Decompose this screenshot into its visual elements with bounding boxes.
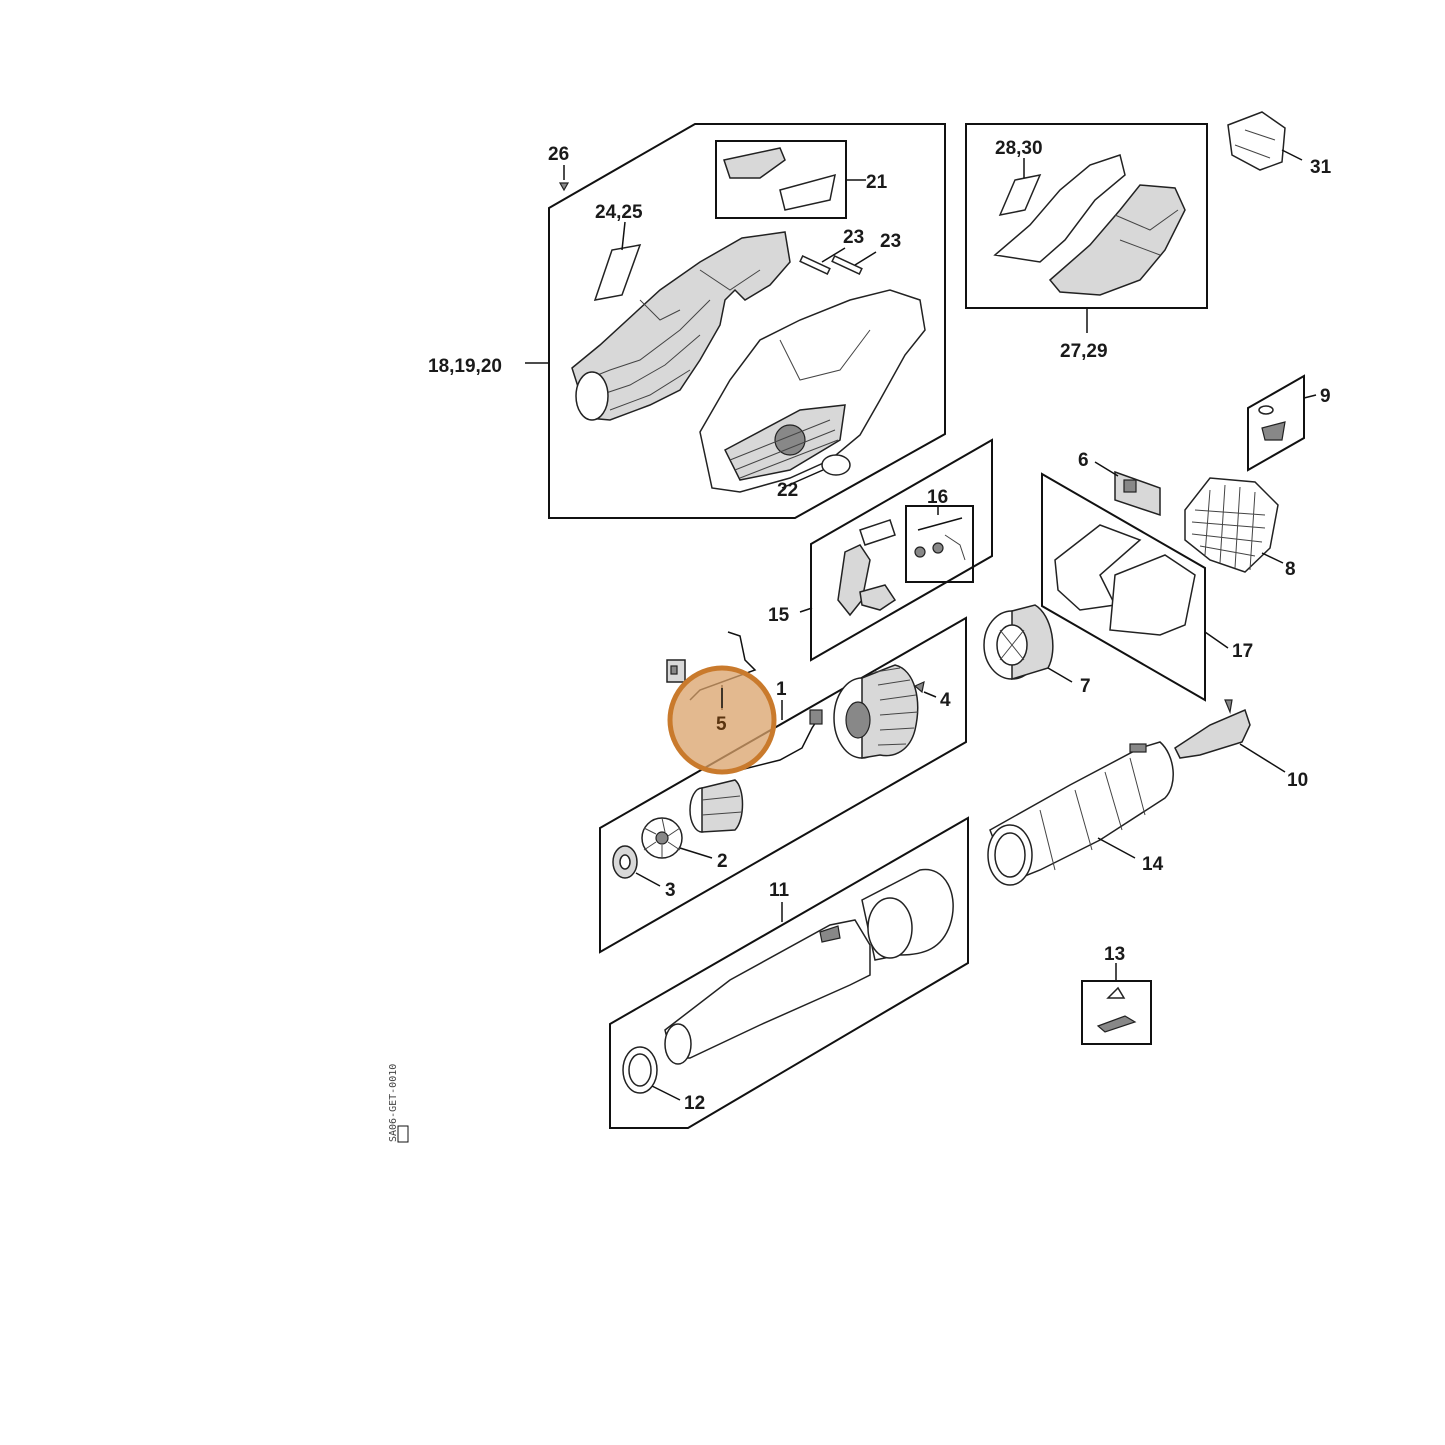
callout-16: 16 [927, 487, 948, 508]
callout-10: 10 [1287, 770, 1308, 791]
callout-8: 8 [1285, 559, 1296, 580]
callout-1: 1 [776, 679, 787, 700]
doc-reference-box [397, 1125, 409, 1143]
callout-12: 12 [684, 1093, 705, 1114]
callout-18-19-20: 18,19,20 [428, 356, 502, 377]
motor-housing-4-part [833, 664, 919, 759]
label-28-30-part [998, 173, 1042, 217]
callout-11: 11 [769, 880, 790, 901]
callout-4: 4 [940, 690, 951, 711]
tube-11-part [664, 868, 954, 1065]
nozzle-10-part [1174, 699, 1251, 759]
cap-31-part [1227, 111, 1286, 171]
clip-13a-part [1106, 986, 1126, 999]
pin-23b-part [831, 254, 863, 276]
tube-14-part [987, 741, 1174, 886]
detail-box-9 [1247, 374, 1305, 472]
cover-27-29-part [993, 154, 1186, 296]
sensor-5-part [666, 659, 686, 683]
callout-14: 14 [1142, 854, 1164, 875]
callout-21: 21 [866, 172, 888, 193]
screw-4-part [913, 680, 925, 694]
callout-31: 31 [1310, 157, 1332, 178]
callout-28-30: 28,30 [995, 138, 1043, 159]
callout-23a: 23 [843, 227, 864, 248]
detail-box-17 [1041, 472, 1206, 702]
detail-box-16 [905, 505, 974, 583]
callout-6: 6 [1078, 450, 1089, 471]
callout-15: 15 [768, 605, 790, 626]
detail-box-13 [1081, 980, 1152, 1045]
callout-7: 7 [1080, 676, 1091, 697]
callout-2: 2 [717, 851, 728, 872]
plate-21-part [723, 147, 836, 211]
callout-22: 22 [777, 480, 798, 501]
callout-24-25: 24,25 [595, 202, 643, 223]
switch-9-part [1261, 421, 1286, 441]
socket-6-part [1114, 470, 1161, 517]
housing-group-frame [548, 123, 946, 519]
clip-13b-part [1096, 1015, 1137, 1033]
pin-23a-part [799, 254, 831, 276]
callout-17: 17 [1232, 641, 1253, 662]
screw-26-part [558, 182, 570, 192]
fan-2-part [641, 817, 683, 859]
trigger-15-part [837, 519, 897, 617]
spring-16-part [914, 517, 966, 561]
callout-3: 3 [665, 880, 676, 901]
fan-housing-7-part [983, 604, 1054, 681]
motor-2-part [689, 779, 744, 833]
callout-26: 26 [548, 144, 569, 165]
shroud-17-part [1054, 524, 1196, 636]
callout-27-29: 27,29 [1060, 341, 1108, 362]
housing-right-part [699, 289, 926, 493]
housing-left-part [571, 231, 791, 421]
grille-8-part [1184, 477, 1279, 573]
doc-reference: SA06-GET-0010 [388, 1064, 399, 1142]
ring-12-part [622, 1046, 658, 1094]
callout-23b: 23 [880, 231, 901, 252]
callout-5: 5 [716, 714, 727, 735]
detail-box-11 [609, 816, 969, 1129]
logo-badge-22-part [821, 454, 851, 476]
detail-box-15 [810, 438, 993, 662]
highlight-circle[interactable] [667, 665, 777, 775]
label-24-25-part [593, 244, 642, 301]
callout-13: 13 [1104, 944, 1125, 965]
bearing-3-part [612, 845, 638, 879]
callout-9: 9 [1320, 386, 1331, 407]
